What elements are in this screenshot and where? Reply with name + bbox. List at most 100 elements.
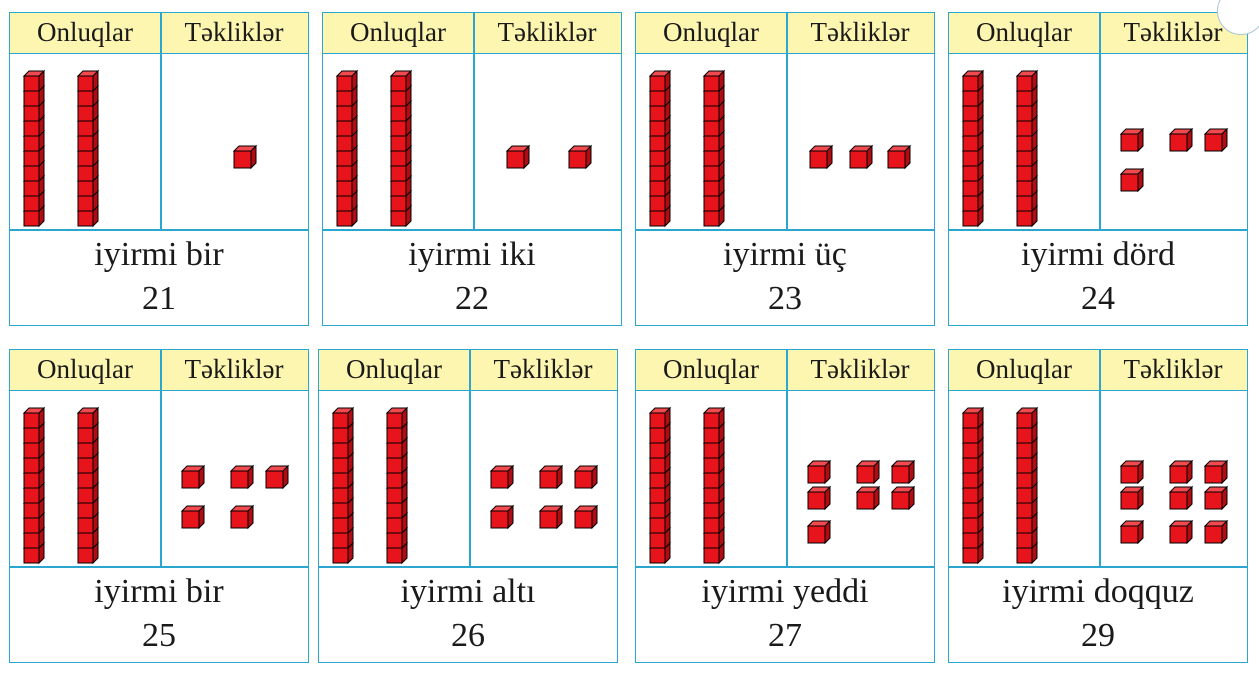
card-header: Onluqlar Təkliklər	[323, 13, 621, 54]
unit-cube	[1119, 519, 1145, 545]
ones-header: Təkliklər	[1123, 17, 1223, 47]
ten-rod	[335, 69, 359, 228]
number-digits: 21	[142, 280, 176, 317]
ten-rod	[1015, 406, 1039, 565]
card-26: Onluqlar Təkliklər iyirmi altı 26	[318, 349, 618, 663]
unit-cube	[886, 144, 912, 170]
card-23: Onluqlar Təkliklər iyirmi üç 23	[635, 12, 935, 326]
number-digits: 27	[768, 617, 802, 654]
blocks-area	[648, 69, 912, 228]
ten-rod	[385, 406, 409, 565]
blocks-area	[648, 406, 916, 565]
card-header: Onluqlar Təkliklər	[10, 13, 308, 54]
number-word: iyirmi üç	[723, 236, 847, 273]
unit-cube	[573, 464, 599, 490]
unit-cube	[890, 485, 916, 511]
unit-cube	[489, 464, 515, 490]
unit-cube	[848, 144, 874, 170]
card-header: Onluqlar Təkliklər	[636, 350, 934, 391]
card-25: Onluqlar Təkliklər iyirmi bir 25	[9, 349, 309, 663]
unit-cube	[1168, 127, 1194, 153]
ten-rod	[22, 69, 46, 228]
unit-cube	[855, 485, 881, 511]
row-divider	[949, 566, 1247, 568]
tens-header: Onluqlar	[37, 354, 133, 384]
number-word: iyirmi bir	[94, 236, 224, 273]
tens-header: Onluqlar	[976, 354, 1072, 384]
card-header: Onluqlar Təkliklər	[949, 350, 1247, 391]
number-word: iyirmi doqquz	[1002, 573, 1194, 610]
unit-cube	[229, 504, 255, 530]
unit-cube	[1203, 459, 1229, 485]
unit-cube	[180, 504, 206, 530]
ones-header: Təkliklər	[184, 17, 284, 47]
unit-cube	[806, 459, 832, 485]
unit-cube	[808, 144, 834, 170]
unit-cube	[806, 485, 832, 511]
unit-cube	[489, 504, 515, 530]
column-divider	[473, 13, 475, 229]
unit-cube	[180, 464, 206, 490]
unit-cube	[505, 144, 531, 170]
ten-rod	[76, 406, 100, 565]
blocks-area	[961, 69, 1229, 228]
card-header: Onluqlar Təkliklər	[10, 350, 308, 391]
unit-cube	[567, 144, 593, 170]
row-divider	[636, 566, 934, 568]
unit-cube	[264, 464, 290, 490]
number-word: iyirmi altı	[400, 573, 536, 610]
column-divider	[786, 350, 788, 566]
ones-header: Təkliklər	[497, 17, 597, 47]
unit-cube	[1168, 459, 1194, 485]
card-29: Onluqlar Təkliklər iyirmi doqquz 29	[948, 349, 1248, 663]
ten-rod	[648, 406, 672, 565]
number-digits: 23	[768, 280, 802, 317]
ten-rod	[961, 406, 985, 565]
number-word: iyirmi yeddi	[701, 573, 869, 610]
unit-cube	[1119, 459, 1145, 485]
card-21: Onluqlar Təkliklər iyirmi bir 21	[9, 12, 309, 326]
column-divider	[786, 13, 788, 229]
ten-rod	[389, 69, 413, 228]
ones-header: Təkliklər	[493, 354, 593, 384]
card-22: Onluqlar Təkliklər iyirmi iki 22	[322, 12, 622, 326]
ten-rod	[1015, 69, 1039, 228]
card-header: Onluqlar Təkliklər	[636, 13, 934, 54]
tens-header: Onluqlar	[346, 354, 442, 384]
ten-rod	[648, 69, 672, 228]
card-header: Onluqlar Təkliklər	[319, 350, 617, 391]
number-digits: 25	[142, 617, 176, 654]
unit-cube	[806, 519, 832, 545]
tens-header: Onluqlar	[976, 17, 1072, 47]
row-divider	[949, 229, 1247, 231]
number-word: iyirmi bir	[94, 573, 224, 610]
row-divider	[319, 566, 617, 568]
ones-header: Təkliklər	[1123, 354, 1223, 384]
column-divider	[1099, 13, 1101, 229]
ten-rod	[961, 69, 985, 228]
unit-cube	[538, 464, 564, 490]
column-divider	[160, 350, 162, 566]
unit-cube	[1119, 127, 1145, 153]
unit-cube	[1203, 519, 1229, 545]
ones-header: Təkliklər	[184, 354, 284, 384]
ten-rod	[22, 406, 46, 565]
number-digits: 26	[451, 617, 485, 654]
ten-rod	[702, 69, 726, 228]
number-digits: 22	[455, 280, 489, 317]
unit-cube	[1203, 127, 1229, 153]
ten-rod	[331, 406, 355, 565]
ten-rod	[702, 406, 726, 565]
card-header: Onluqlar Təkliklər	[949, 13, 1247, 54]
tens-header: Onluqlar	[37, 17, 133, 47]
card-27: Onluqlar Təkliklər iyirmi yeddi 27	[635, 349, 935, 663]
unit-cube	[1168, 519, 1194, 545]
unit-cube	[1168, 485, 1194, 511]
number-digits: 24	[1081, 280, 1115, 317]
number-word: iyirmi dörd	[1021, 236, 1175, 273]
column-divider	[160, 13, 162, 229]
row-divider	[323, 229, 621, 231]
ones-header: Təkliklər	[810, 17, 910, 47]
unit-cube	[890, 459, 916, 485]
row-divider	[10, 229, 308, 231]
